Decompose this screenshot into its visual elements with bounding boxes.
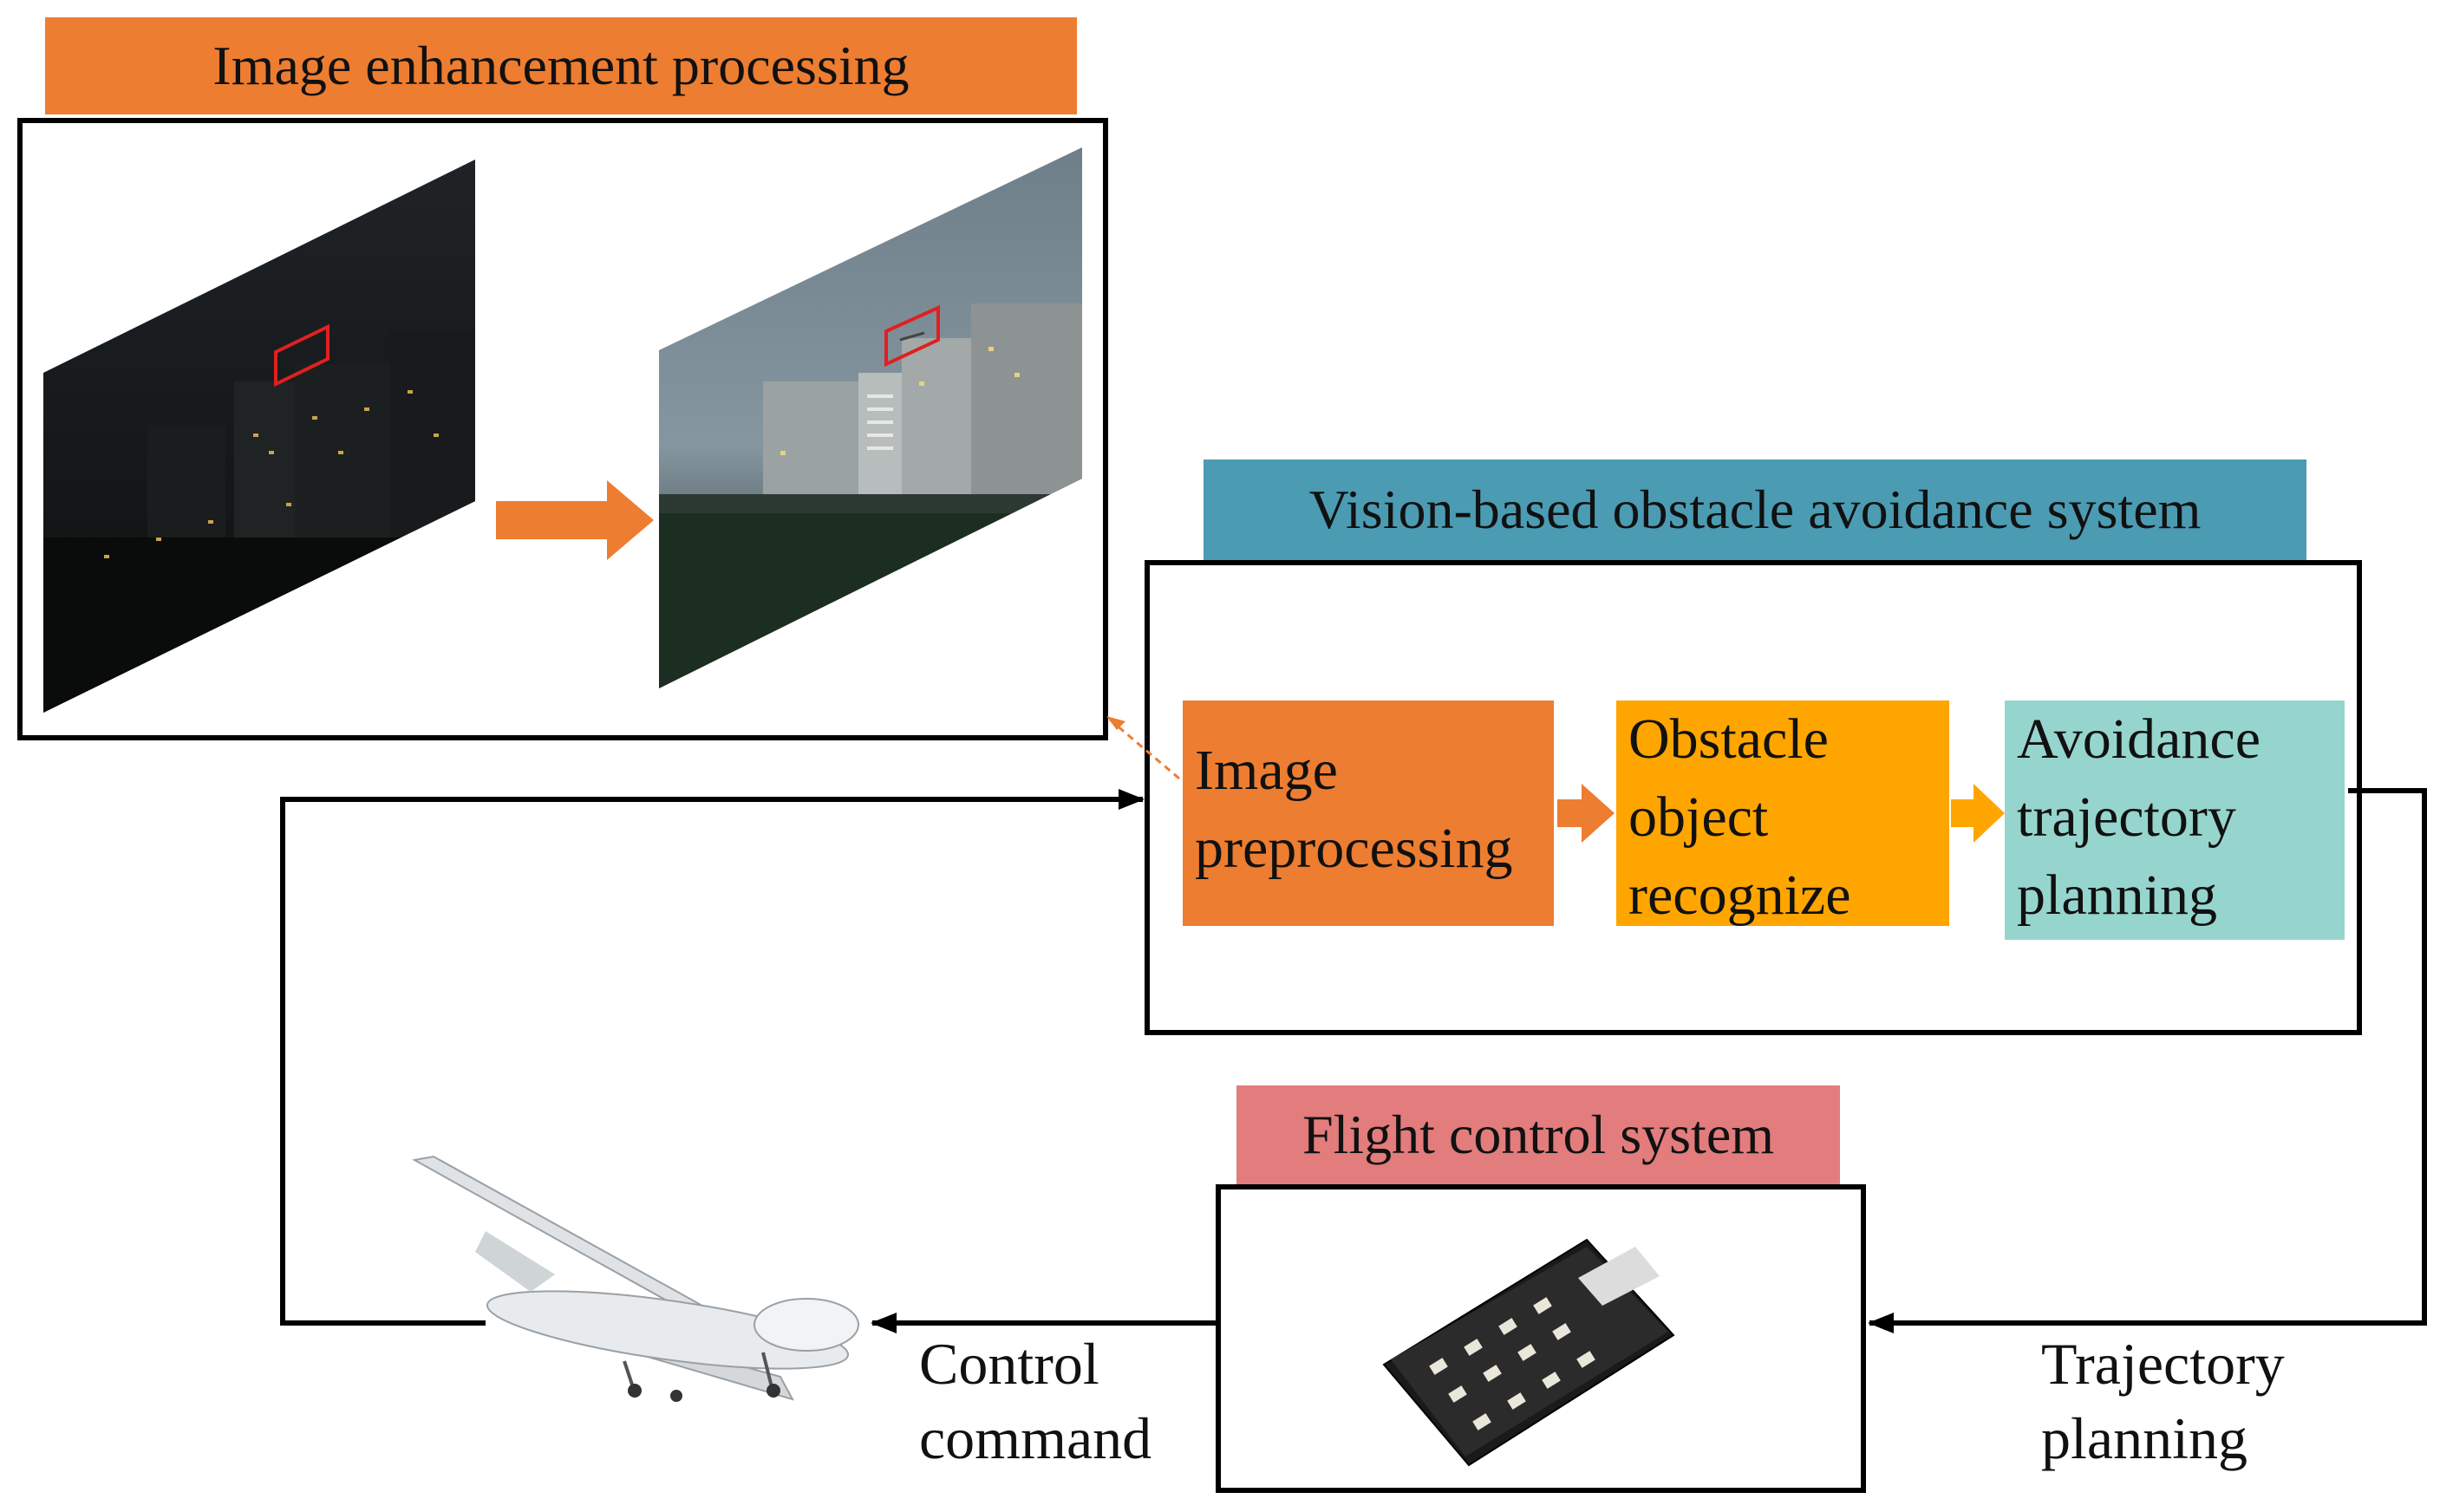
enhancement-frame	[17, 118, 1108, 740]
step-avoidance-planning: Avoidance trajectory planning	[2005, 701, 2345, 940]
enhance-arrow	[496, 480, 654, 560]
uav-drone-icon	[412, 1155, 859, 1402]
vision-title: Vision-based obstacle avoidance system	[1204, 459, 2306, 560]
trajectory-planning-line-1: Trajectory	[2041, 1331, 2285, 1397]
control-command-label: Control command	[919, 1326, 1151, 1476]
step-obstacle-recognize-line-3: recognize	[1628, 864, 1851, 927]
control-command-line-2: command	[919, 1405, 1152, 1471]
enhancement-title-text: Image enhancement processing	[212, 35, 910, 96]
step-obstacle-recognize-line-1: Obstacle	[1628, 707, 1829, 771]
trajectory-planning-line-2: planning	[2041, 1405, 2248, 1471]
flight-frame	[1216, 1184, 1866, 1493]
vision-frame	[1145, 560, 2362, 1035]
step-obstacle-recognize-line-2: object	[1628, 785, 1769, 849]
step-avoidance-planning-line-1: Avoidance	[2017, 707, 2261, 771]
vision-title-text: Vision-based obstacle avoidance system	[1308, 479, 2202, 540]
uav-to-vision-connector	[280, 789, 1145, 1326]
step-image-preprocessing: Image preprocessing	[1183, 701, 1554, 926]
step-avoidance-planning-line-3: planning	[2017, 864, 2217, 927]
arrow-step-2-3	[1951, 784, 2005, 843]
control-command-line-1: Control	[919, 1331, 1099, 1397]
step-obstacle-recognize: Obstacle object recognize	[1616, 701, 1949, 927]
step-image-preprocessing-line-2: preprocessing	[1195, 817, 1513, 880]
flight-title-text: Flight control system	[1302, 1104, 1774, 1165]
arrow-step-1-2	[1557, 784, 1615, 843]
dark-city-photo	[43, 160, 475, 713]
step-avoidance-planning-line-2: trajectory	[2017, 785, 2236, 849]
flight-controller-board-icon	[1382, 1238, 1675, 1467]
trajectory-planning-label: Trajectory planning	[2041, 1326, 2285, 1476]
step-image-preprocessing-line-1: Image	[1195, 739, 1338, 802]
flight-title: Flight control system	[1236, 1085, 1840, 1184]
enhancement-link	[1109, 718, 1180, 780]
vision-to-flight-connector	[1868, 788, 2427, 1333]
enhancement-title: Image enhancement processing	[45, 17, 1077, 114]
enhanced-city-photo	[659, 147, 1082, 688]
